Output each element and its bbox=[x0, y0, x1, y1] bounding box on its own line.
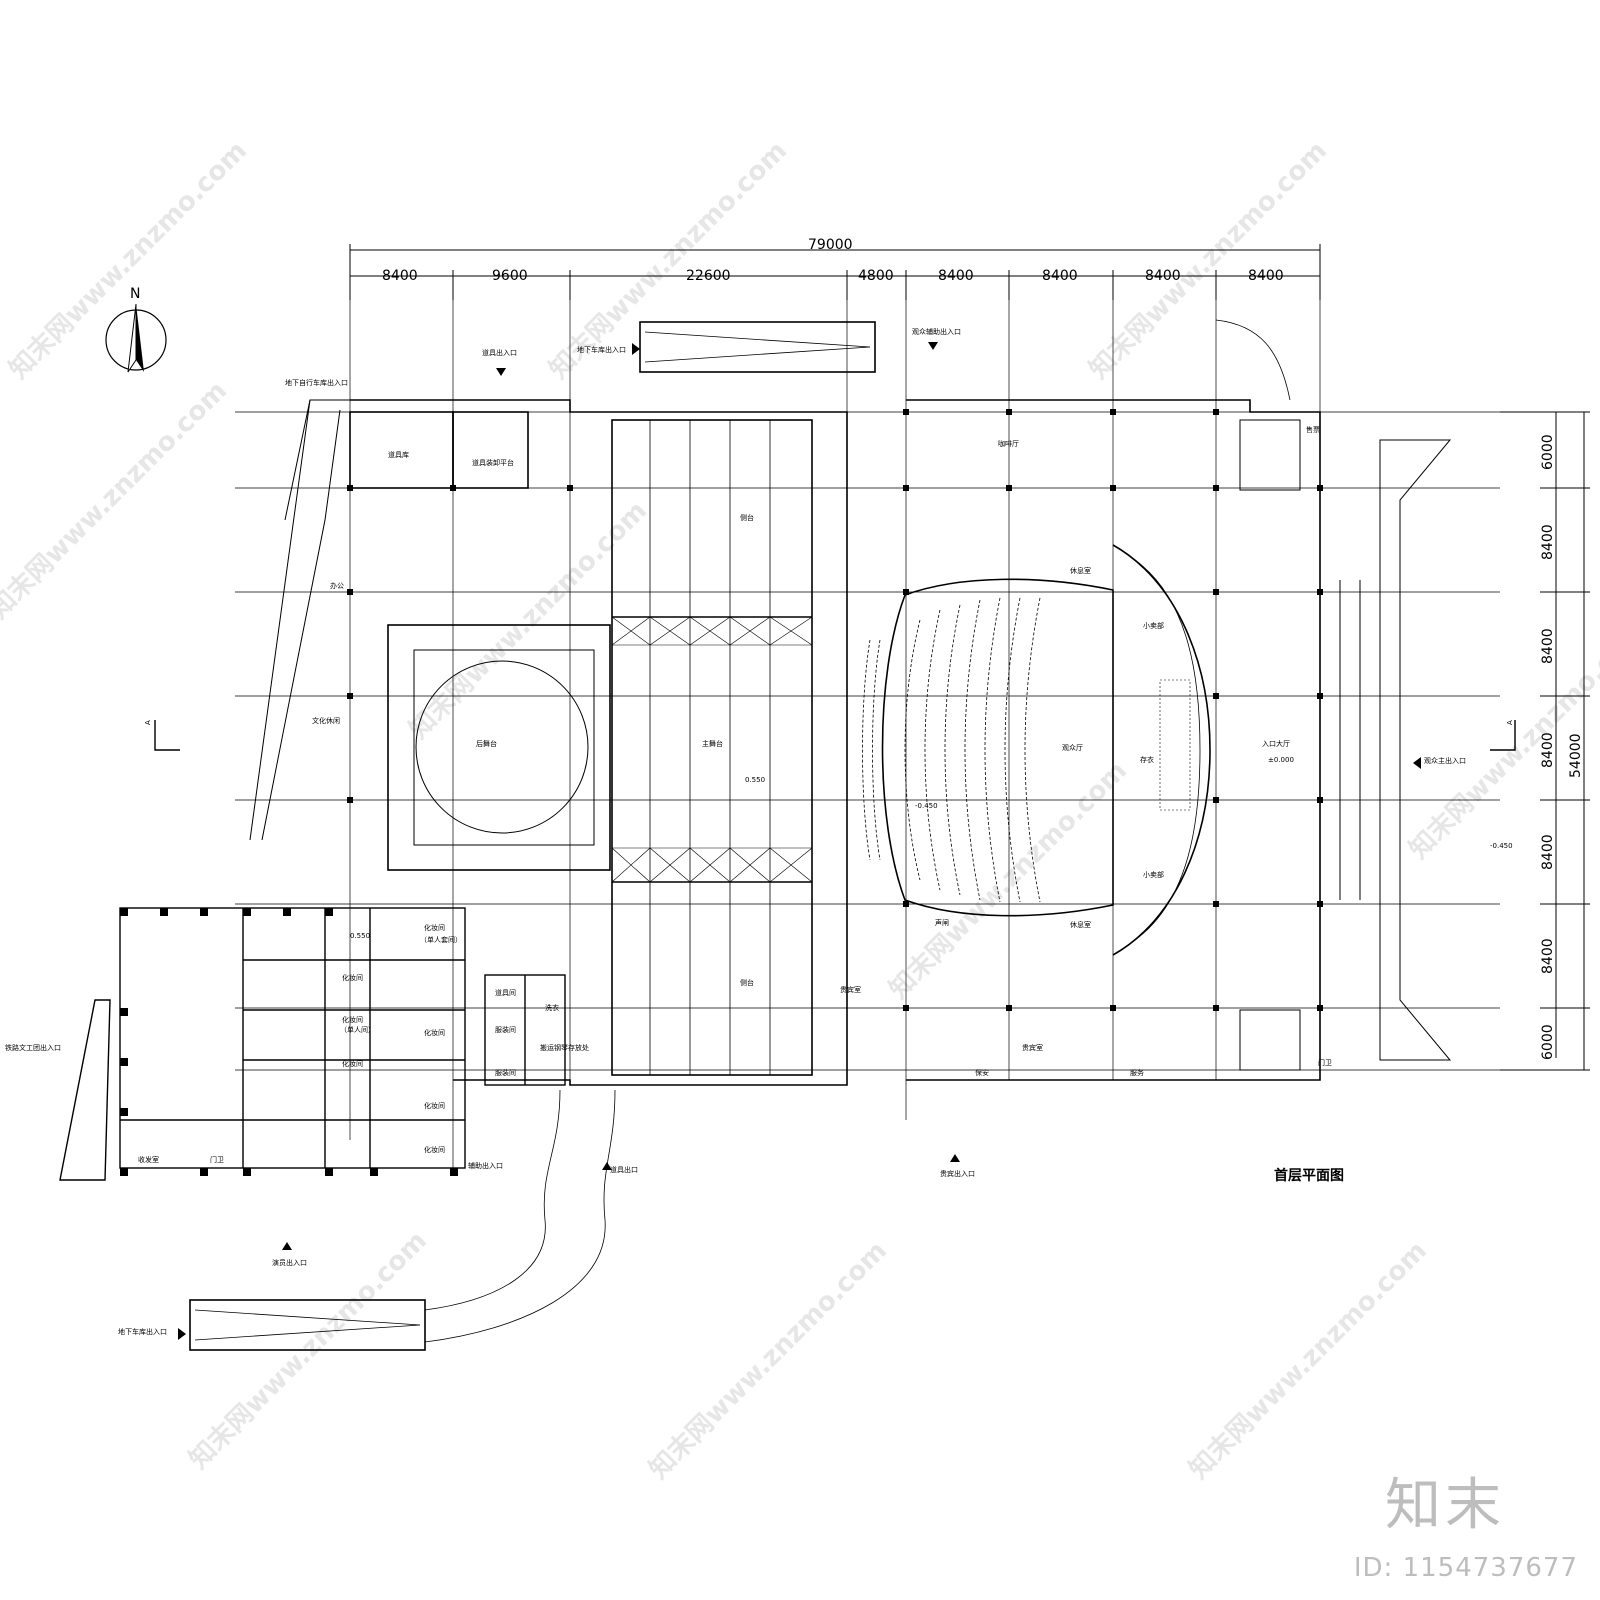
right-dimension-chain bbox=[1500, 411, 1590, 1071]
watermark-text: 知末网www.znzmo.com bbox=[1084, 136, 1333, 385]
entrance-label: 道具出入口 bbox=[482, 348, 517, 357]
room-label: 化妆间 bbox=[342, 1059, 363, 1068]
entrance-label: 地下车库出入口 bbox=[118, 1327, 167, 1336]
columns bbox=[120, 409, 1323, 1176]
room-label: 道具间 bbox=[495, 988, 516, 997]
entrance-label: 铁路文工团出入口 bbox=[5, 1043, 61, 1052]
room-label: 文化休闲 bbox=[312, 716, 340, 725]
room-label: 贵宾室 bbox=[840, 985, 861, 994]
room-label: 主舞台 bbox=[702, 739, 723, 748]
west-wall bbox=[249, 399, 350, 841]
walls bbox=[189, 321, 1321, 1351]
room-label: （单人套间） bbox=[420, 935, 462, 944]
room-label: 服装间 bbox=[495, 1068, 516, 1077]
dim-label: 8400 bbox=[1540, 938, 1556, 974]
watermark-text: 知末网www.znzmo.com bbox=[404, 496, 653, 745]
room-label: 道具装卸平台 bbox=[472, 458, 514, 467]
section-label: A bbox=[1506, 720, 1514, 725]
room-label: 门卫 bbox=[1318, 1058, 1332, 1067]
watermark-text: 知末网www.znzmo.com bbox=[4, 136, 253, 385]
stage-bracing bbox=[611, 616, 813, 883]
drawing-title: 首层平面图 bbox=[1274, 1167, 1344, 1184]
section-marks bbox=[154, 720, 1516, 751]
overall-width-label: 79000 bbox=[808, 237, 853, 253]
entrance-label: 观众辅助出入口 bbox=[912, 327, 961, 336]
room-label: 后舞台 bbox=[476, 739, 497, 748]
elevation-label: 0.550 bbox=[745, 776, 765, 784]
room-label: 收发室 bbox=[138, 1155, 159, 1164]
room-label: 化妆间 bbox=[424, 923, 445, 932]
entrance-label: 辅助出入口 bbox=[468, 1161, 503, 1170]
north-arrow-icon: N bbox=[105, 286, 167, 373]
room-label: 搬运钢琴存放处 bbox=[540, 1043, 589, 1052]
dim-label: 8400 bbox=[1145, 268, 1181, 284]
room-label: 小卖部 bbox=[1143, 870, 1164, 879]
dim-label: 22600 bbox=[686, 268, 731, 284]
overall-depth-label: 54000 bbox=[1568, 733, 1584, 778]
elevation-label: -0.450 bbox=[1490, 842, 1513, 850]
watermark-text: 知末网www.znzmo.com bbox=[644, 1236, 893, 1485]
room-label: 门卫 bbox=[210, 1155, 224, 1164]
room-label: 化妆间 bbox=[424, 1145, 445, 1154]
room-label: 化妆间 bbox=[424, 1028, 445, 1037]
room-label: 休息室 bbox=[1070, 566, 1091, 575]
elevation-label: 0.550 bbox=[350, 932, 370, 940]
room-label: 侧台 bbox=[740, 513, 754, 522]
room-label: 观众厅 bbox=[1062, 744, 1083, 752]
entrance-label: 贵宾出入口 bbox=[940, 1169, 975, 1178]
entrance-arrows bbox=[178, 342, 1421, 1340]
room-label: 贵宾室 bbox=[1022, 1043, 1043, 1052]
room-label: 服装间 bbox=[495, 1025, 516, 1034]
room-label: 咖啡厅 bbox=[998, 439, 1019, 448]
room-label: 休息室 bbox=[1070, 920, 1091, 929]
room-label: 道具库 bbox=[388, 450, 409, 459]
dim-label: 8400 bbox=[1248, 268, 1284, 284]
entrance-label: 道具出口 bbox=[610, 1165, 638, 1174]
dim-label: 8400 bbox=[1540, 524, 1556, 560]
auditorium bbox=[862, 544, 1211, 956]
ramps bbox=[194, 319, 1291, 1343]
room-label: 服务 bbox=[1130, 1068, 1144, 1077]
room-label: （单人间） bbox=[340, 1025, 375, 1034]
dim-label: 8400 bbox=[382, 268, 418, 284]
watermark-text: 知末网www.znzmo.com bbox=[0, 376, 233, 625]
room-label: 存衣 bbox=[1140, 755, 1154, 764]
brand-watermark: 知末 bbox=[1385, 1473, 1505, 1538]
lobby-facade bbox=[1239, 419, 1452, 1071]
section-label: A bbox=[144, 720, 152, 725]
room-label: 入口大厅 bbox=[1262, 739, 1290, 748]
room-label: 办公 bbox=[330, 581, 344, 590]
dim-label: 8400 bbox=[1540, 732, 1556, 768]
dim-label: 8400 bbox=[938, 268, 974, 284]
room-label: 洗衣 bbox=[545, 1003, 559, 1012]
room-label: 化妆间 bbox=[424, 1101, 445, 1110]
dim-label: 4800 bbox=[858, 268, 894, 284]
room-label: 化妆间 bbox=[342, 973, 363, 982]
dim-label: 6000 bbox=[1540, 434, 1556, 470]
room-label: 保安 bbox=[975, 1068, 989, 1077]
room-label: 小卖部 bbox=[1143, 621, 1164, 630]
dim-label: 6000 bbox=[1540, 1024, 1556, 1060]
top-dimension-chain bbox=[349, 244, 1321, 300]
north-label: N bbox=[130, 286, 140, 302]
entrance-label: 地下车库出入口 bbox=[577, 345, 626, 354]
dim-label: 9600 bbox=[492, 268, 528, 284]
dim-label: 8400 bbox=[1540, 834, 1556, 870]
watermark-text: 知末网www.znzmo.com bbox=[1184, 1236, 1433, 1485]
entrance-label: 地下自行车库出入口 bbox=[285, 378, 348, 387]
room-label: 侧台 bbox=[740, 978, 754, 987]
room-label: 售票 bbox=[1306, 425, 1320, 434]
room-label: 化妆间 bbox=[342, 1015, 363, 1024]
dim-label: 8400 bbox=[1042, 268, 1078, 284]
entrance-label: 演员出入口 bbox=[272, 1258, 307, 1267]
elevation-label: -0.450 bbox=[915, 802, 938, 810]
dressing-annex bbox=[59, 907, 566, 1181]
room-label: 声闸 bbox=[935, 918, 949, 927]
elevation-label: ±0.000 bbox=[1268, 756, 1294, 764]
image-id-label: ID: 1154737677 bbox=[1353, 1553, 1578, 1583]
entrance-label: 观众主出入口 bbox=[1424, 756, 1466, 765]
watermark-text: 知末网www.znzmo.com bbox=[884, 756, 1133, 1005]
dim-label: 8400 bbox=[1540, 628, 1556, 664]
